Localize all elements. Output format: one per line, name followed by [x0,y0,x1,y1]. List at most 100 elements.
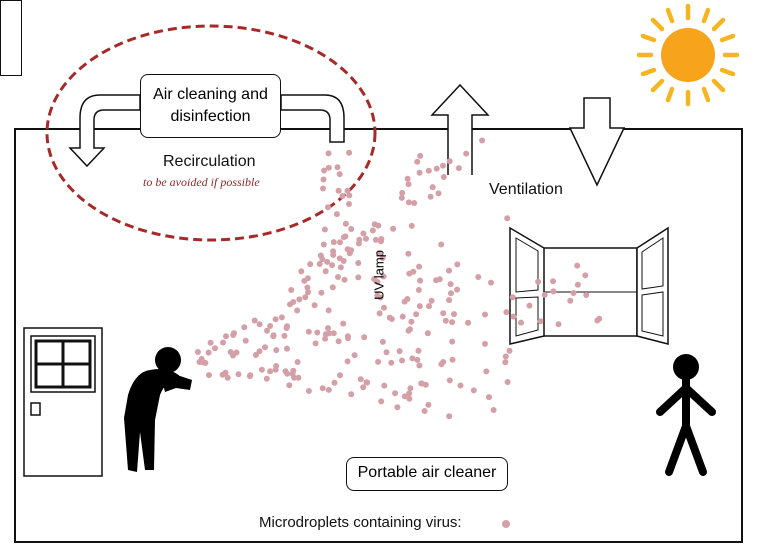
microdroplet [360,230,367,237]
microdroplet [360,384,367,391]
microdroplet [316,261,323,267]
microdroplet [361,334,368,341]
microdroplet [355,240,362,247]
microdroplet [416,169,423,176]
microdroplet [207,339,214,346]
microdroplet [335,338,342,345]
microdroplet [442,317,449,324]
microdroplet [298,268,305,275]
microdroplet [311,302,318,309]
microdroplet [446,267,452,274]
microdroplet [510,313,517,320]
microdroplet [375,250,382,257]
standing-person-icon [656,354,716,476]
open-window-icon [509,226,669,345]
microdroplet [482,340,488,347]
microdroplet [378,238,384,245]
microdroplet [455,165,462,172]
microdroplet [272,316,279,323]
microdroplet [404,175,411,182]
microdroplet [337,239,343,246]
microdroplet [348,391,355,398]
exhaust-arrow-icon [430,83,490,175]
microdroplet [392,390,399,397]
microdroplet [286,382,293,389]
microdroplet [325,307,332,314]
microdroplet [329,284,336,291]
microdroplet [436,276,443,283]
microdroplet [330,239,337,246]
microdroplet [371,221,378,228]
microdroplet [421,408,428,414]
microdroplet [344,358,351,365]
microdroplet [409,355,416,362]
microdroplet [294,307,301,314]
microdroplet [408,318,415,325]
coughing-person-icon [124,347,192,472]
microdroplet [278,314,285,321]
microdroplet [337,372,343,379]
microdroplet [339,193,346,199]
microdroplet [504,215,511,222]
microdroplet [440,174,447,180]
microdroplet [287,301,293,308]
microdroplet [304,275,311,282]
microdroplet [357,376,364,383]
microdroplet [272,366,279,373]
microdroplet [294,359,301,365]
microdroplet [329,262,336,269]
microdroplet [223,333,229,340]
microdroplet [396,348,403,355]
microdroplet [322,331,329,338]
microdroplet [454,261,461,268]
intake-arrow-icon [568,97,626,187]
microdroplet [355,260,362,266]
ventilation-label: Ventilation [489,181,563,198]
microdroplet [428,297,435,304]
microdroplet [379,255,386,261]
microdroplet [470,387,477,394]
microdroplet [230,332,237,338]
microdroplet [390,225,397,232]
microdroplet [290,367,297,374]
microdroplet [324,258,331,265]
legend-label: Microdroplets containing virus: [259,514,462,531]
microdroplet [567,297,574,304]
microdroplet [337,264,344,271]
microdroplet [406,390,413,397]
microdroplet [341,276,348,283]
microdroplet [425,167,432,174]
microdroplet [583,292,590,298]
microdroplet [252,352,259,358]
microdroplet [320,241,327,248]
microdroplet [401,393,408,400]
microdroplet [364,379,371,386]
microdroplet [424,330,431,337]
microdroplet [475,274,482,280]
microdroplet [233,349,240,356]
microdroplet [336,171,343,178]
microdroplet [345,335,351,342]
microdroplet [321,167,328,174]
microdroplet [222,369,229,376]
microdroplet [319,385,326,392]
microdroplet [399,189,406,196]
microdroplet [262,344,268,351]
microdroplet [335,187,342,194]
recirculation-intake-icon [280,94,345,143]
microdroplet [380,273,387,280]
microdroplet [346,250,353,257]
microdroplet [333,211,340,218]
microdroplet [506,347,513,354]
microdroplet [330,248,337,255]
microdroplet [594,317,601,324]
microdroplet [446,158,453,165]
microdroplet [427,193,434,200]
legend-droplet-icon [502,520,510,528]
microdroplet [414,356,421,363]
microdroplet [504,379,511,385]
microdroplet [388,359,395,366]
microdroplet [224,374,231,381]
microdroplet [415,347,422,354]
microdroplet [414,158,421,165]
